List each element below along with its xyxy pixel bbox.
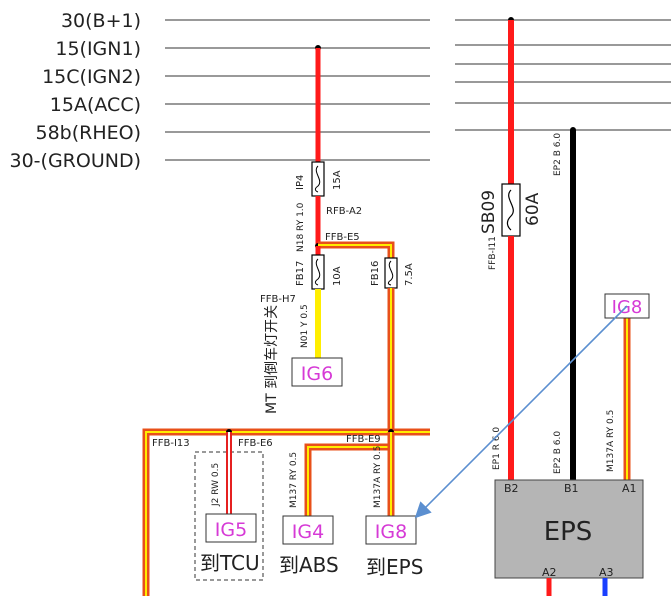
bus-lines-left: [165, 19, 430, 161]
fuse-fb16-body: [384, 257, 398, 289]
bus-lines-right: [455, 19, 671, 131]
bus-label-b1: 30(B+1): [61, 10, 141, 32]
fuse-ip4-body: [311, 161, 325, 197]
bus-label-ground: 30-(GROUND): [10, 150, 142, 172]
fb17-branch: FB17 10A FFB-H7 N01 Y 0.5 IG6 MT 到倒车灯开关: [260, 246, 343, 414]
connector-ffb-h7: FFB-H7: [260, 294, 296, 305]
ig8-right-tag: IG8: [612, 297, 643, 318]
fuse-sb09-id: SB09: [479, 190, 499, 234]
tcu-destination-label: 到TCU: [200, 551, 260, 575]
dist-bus-inner: [145, 431, 430, 596]
connector-ffb-i13: FFB-I13: [152, 438, 190, 449]
eps-pin-a1: A1: [622, 482, 637, 495]
wire-m137a-right-label: M137A RY 0.5: [606, 410, 616, 472]
eps-destination-label: 到EPS: [366, 555, 423, 579]
eps-pin-b1: B1: [564, 482, 579, 495]
ig4-box: [282, 515, 334, 545]
wire-ep1-label: EP1 R 6.0: [492, 427, 502, 470]
ig8-bottom-tag: IG8: [375, 521, 407, 543]
wire-j2-label: J2 RW 0.5: [211, 463, 221, 507]
fuse-fb17-body: [311, 254, 325, 290]
eps-power-section: SB09 60A FFB-I11 EP1 R 6.0 EP2 B 6.0 EP2…: [479, 17, 650, 596]
ig4-tag: IG4: [292, 521, 324, 543]
eps-pin-a2: A2: [542, 566, 557, 579]
wire-n01-label: N01 Y 0.5: [300, 304, 310, 348]
ign1-feed: IP4 15A RFB-A2 N18 RY 1.0 FFB-E5: [295, 45, 362, 252]
wire-m137a-eps-label: M137A RY 0.5: [373, 446, 383, 508]
fuse-fb16-id: FB16: [370, 261, 381, 286]
distribution-bus: FFB-I13 FFB-E6 FFB-E9: [142, 428, 430, 596]
connector-ffb-e9: FFB-E9: [346, 434, 381, 445]
connector-rfb-a2: RFB-A2: [326, 206, 362, 217]
abs-wire-inner: [307, 446, 391, 516]
bus-label-acc: 15A(ACC): [50, 94, 141, 116]
fuse-ip4-rating: 15A: [332, 170, 343, 190]
fuse-sb09-body: [501, 183, 521, 237]
fb16-branch: FB16 7.5A: [318, 241, 415, 432]
bus-label-rheo: 58b(RHEO): [35, 122, 141, 144]
ig8-bottom-box: [365, 515, 417, 545]
ig5-box: [205, 513, 257, 543]
eps-pin-a3: A3: [599, 566, 614, 579]
fuse-fb17-symbol: [314, 258, 321, 286]
mt-destination-label: MT 到倒车灯开关: [263, 305, 280, 414]
bus-labels: 30(B+1) 15(IGN1) 15C(IGN2) 15A(ACC) 58b(…: [10, 10, 142, 172]
fuse-fb17-id: FB17: [295, 261, 306, 286]
connector-ffb-e5: FFB-E5: [325, 232, 360, 243]
fuse-sb09-rating: 60A: [523, 192, 543, 226]
bus-label-ign2: 15C(IGN2): [42, 66, 141, 88]
branch-fb16-inner: [318, 244, 392, 260]
fuse-ip4-id: IP4: [295, 175, 306, 190]
eps-module-title: EPS: [544, 517, 593, 547]
connector-ffb-i11: FFB-I11: [488, 236, 498, 270]
fuse-ip4-symbol: [314, 165, 321, 193]
eps-module: [494, 479, 644, 579]
ig6-box: [291, 357, 343, 387]
bus-label-ign1: 15(IGN1): [55, 38, 141, 60]
abs-branch: M137 RY 0.5 IG4 到ABS: [279, 443, 391, 577]
ig5-tag: IG5: [215, 519, 247, 541]
fuse-fb17-rating: 10A: [332, 266, 343, 286]
wire-ep2-bottom-label: EP2 B 6.0: [553, 431, 563, 474]
wire-m137-abs-label: M137 RY 0.5: [289, 452, 299, 508]
eps-pin-b2: B2: [504, 482, 519, 495]
fuse-fb16-rating: 7.5A: [404, 263, 415, 286]
fuse-fb16-symbol: [387, 260, 394, 286]
ig8-crossref-arrow: [414, 305, 628, 519]
abs-destination-label: 到ABS: [279, 553, 339, 577]
branch-fb16-outer: [318, 241, 395, 260]
wire-ep2-top-label: EP2 B 6.0: [553, 133, 563, 176]
connector-ffb-e6: FFB-E6: [238, 438, 273, 449]
wire-n18-label: N18 RY 1.0: [296, 202, 306, 252]
ig6-tag: IG6: [301, 363, 333, 385]
fuse-sb09-symbol: [506, 189, 514, 231]
eps-local-branch: M137A RY 0.5 IG8 到EPS: [365, 432, 423, 579]
tcu-branch: J2 RW 0.5 IG5 到TCU: [194, 432, 264, 581]
